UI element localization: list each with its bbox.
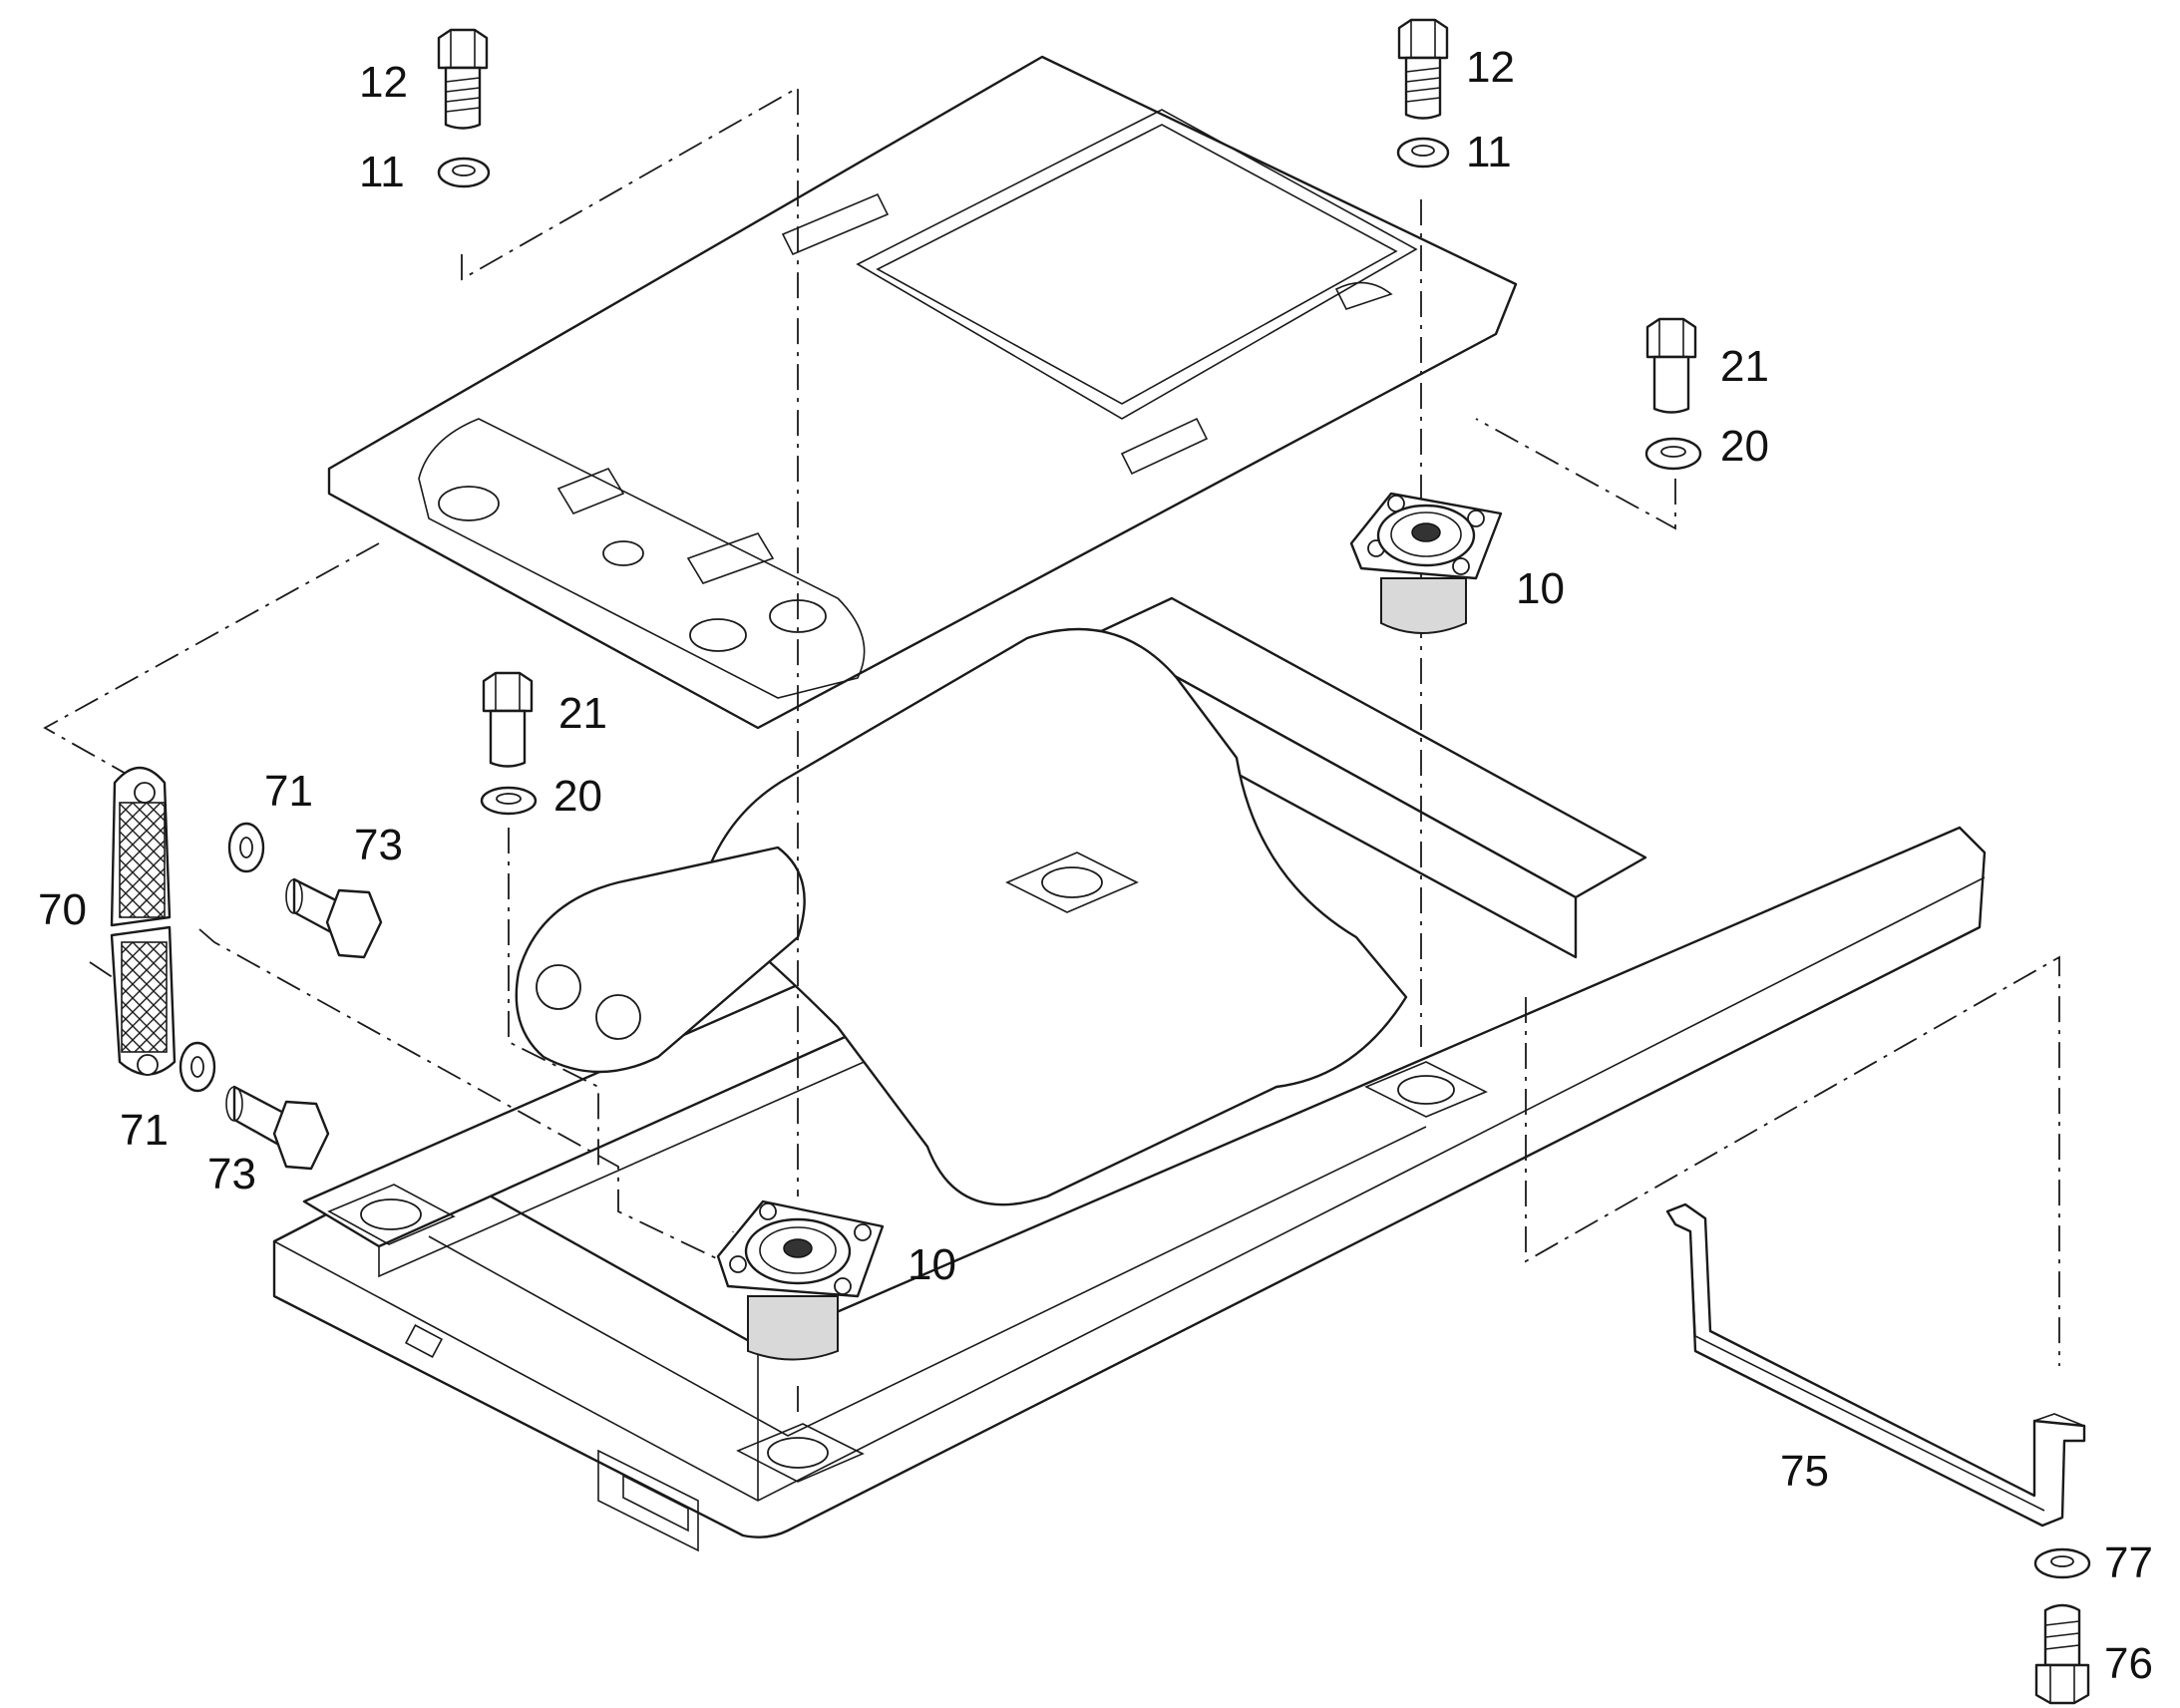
callout-12-top-left: 12 [359,58,408,107]
callout-70: 70 [38,885,87,934]
washer-20-center [480,786,538,816]
callout-21-right: 21 [1720,342,1769,391]
washer-20-right [1644,437,1702,471]
callout-71-upper: 71 [264,767,313,816]
callout-75: 75 [1780,1447,1829,1496]
washer-11-top-right [1396,137,1450,169]
bolt-73-lower [225,1085,330,1171]
bolt-21-center [482,671,534,768]
callout-labels: 12 11 12 11 21 20 10 21 20 71 73 70 71 7… [38,43,2153,1688]
callout-11-top-right: 11 [1466,128,1512,176]
bolt-76 [2034,1603,2090,1705]
bracket-75 [1665,1202,2086,1528]
callout-11-top-left: 11 [359,148,405,196]
callout-76: 76 [2104,1639,2153,1688]
callout-73-upper: 73 [354,821,403,869]
callout-21-center: 21 [558,689,607,738]
bolt-12-top-left [437,28,489,130]
bolt-12-top-right [1397,18,1449,120]
washer-71-lower [179,1041,216,1093]
callout-12-top-right: 12 [1466,43,1515,92]
callout-10-upper-right: 10 [1516,564,1565,613]
washer-71-upper [227,822,265,873]
bolt-21-right [1645,317,1697,414]
washer-11-top-left [437,157,491,188]
callout-10-lower-center: 10 [908,1240,956,1289]
assembly-lines [43,86,2060,1416]
callout-71-lower: 71 [120,1106,169,1155]
mount-10-upper-right [1349,492,1503,634]
chassis-frame [272,596,1987,1552]
anti-slip-strip-70 [110,766,177,1076]
floor-plate [327,55,1518,730]
callout-20-center: 20 [553,772,602,821]
bolt-73-upper [285,877,383,959]
callout-73-lower: 73 [207,1150,256,1198]
callout-77: 77 [2104,1538,2153,1587]
washer-77 [2033,1547,2091,1579]
mount-10-lower-center [716,1199,885,1361]
callout-20-right: 20 [1720,422,1769,471]
